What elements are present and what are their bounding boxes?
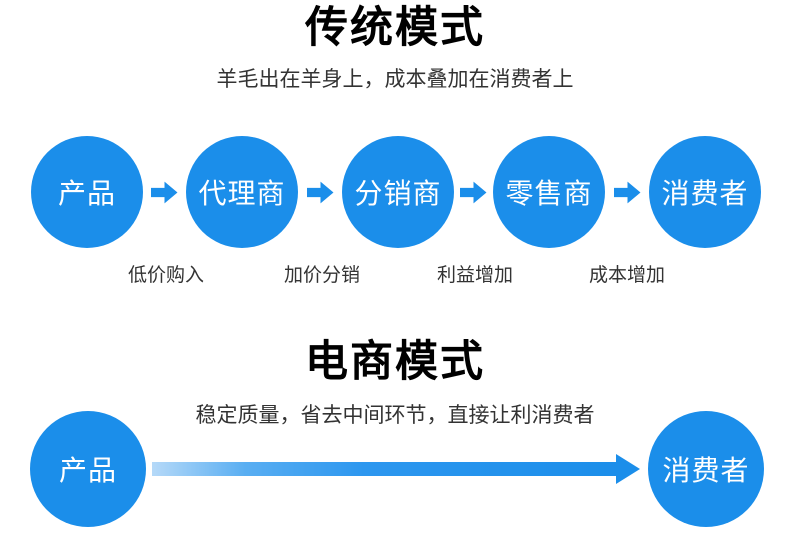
node-retailer-label: 零售商 xyxy=(505,178,593,209)
node-distributor: 分销商 xyxy=(342,136,454,248)
step-label-profit-increase: 利益增加 xyxy=(436,265,513,286)
traditional-title: 传统模式 xyxy=(305,4,485,52)
node-product-label: 产品 xyxy=(58,455,117,486)
step-label-low-price-purchase: 低价购入 xyxy=(127,265,204,286)
node-agent-label: 代理商 xyxy=(198,178,286,209)
step-label-cost-increase: 成本增加 xyxy=(588,265,665,286)
long-arrow-right-icon xyxy=(152,462,620,476)
node-distributor-label: 分销商 xyxy=(354,178,442,209)
traditional-subtitle: 羊毛出在羊身上，成本叠加在消费者上 xyxy=(216,68,574,91)
node-consumer-label: 消费者 xyxy=(662,455,750,486)
arrow-right-icon xyxy=(614,181,641,204)
node-consumer: 消费者 xyxy=(648,411,764,527)
node-retailer: 零售商 xyxy=(493,136,605,248)
node-product: 产品 xyxy=(30,411,146,527)
node-product-label: 产品 xyxy=(57,178,116,209)
ecommerce-title: 电商模式 xyxy=(305,338,485,386)
arrow-right-icon xyxy=(151,181,178,204)
step-label-markup-distribution: 加价分销 xyxy=(283,265,360,286)
node-consumer-label: 消费者 xyxy=(661,178,749,209)
node-product: 产品 xyxy=(31,136,143,248)
ecommerce-subtitle: 稳定质量，省去中间环节，直接让利消费者 xyxy=(195,404,595,427)
arrow-right-icon xyxy=(307,181,334,204)
arrow-right-icon xyxy=(460,181,487,204)
long-arrow-right-icon xyxy=(616,454,640,484)
node-agent: 代理商 xyxy=(186,136,298,248)
node-consumer: 消费者 xyxy=(649,136,761,248)
